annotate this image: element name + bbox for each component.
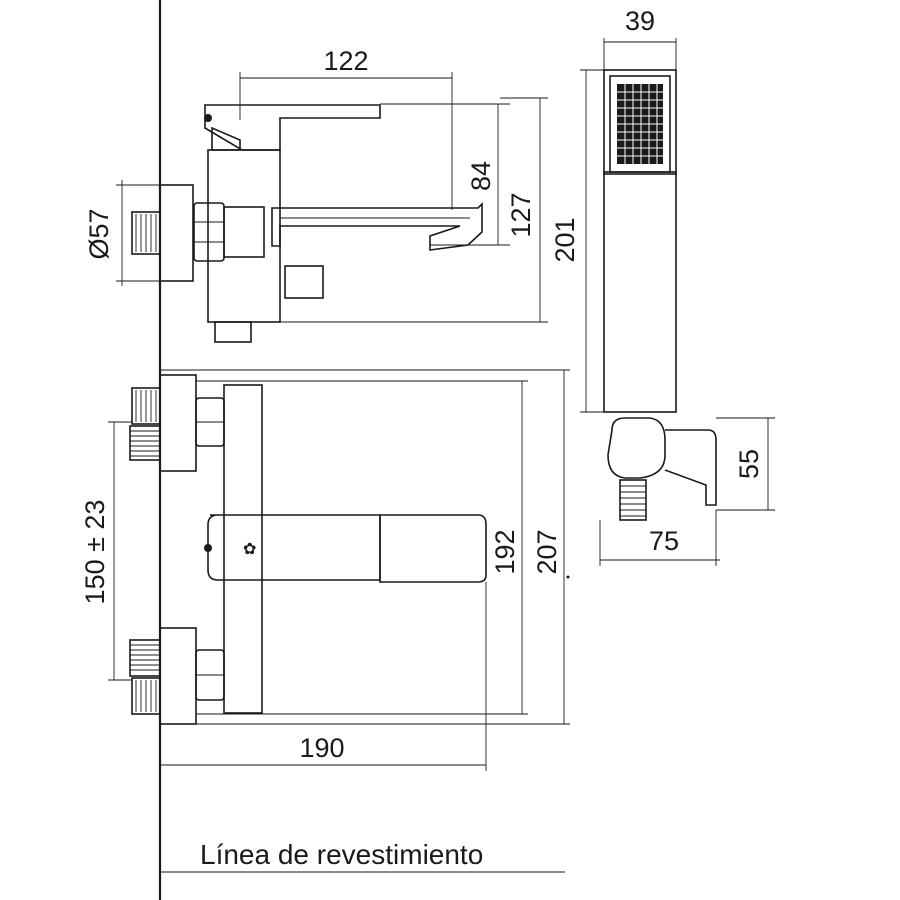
bottom-outlet xyxy=(214,321,252,343)
dimension-label-diameter: Ø57 xyxy=(84,208,114,259)
dimension-75 xyxy=(599,510,720,566)
hand-shower xyxy=(603,69,677,413)
plan-lever xyxy=(207,514,381,581)
dimension-190 xyxy=(160,582,487,771)
hand-shower-body xyxy=(603,69,677,413)
lever-handle xyxy=(204,104,381,151)
lever-pin xyxy=(204,114,212,122)
diverter-knob xyxy=(284,265,324,299)
dimension-55 xyxy=(716,417,775,511)
mixer-body xyxy=(207,149,281,323)
dimension-label-150: 150 ± 23 xyxy=(80,500,110,605)
dimension-label-55: 55 xyxy=(734,449,764,479)
brand-logo-icon: ✿ xyxy=(243,539,256,558)
dimension-label-75: 75 xyxy=(649,526,679,556)
flange xyxy=(159,184,194,282)
dimension-diameter xyxy=(116,180,160,286)
mixer-plan-view: ✿ xyxy=(129,374,487,725)
dimension-label-201: 201 xyxy=(550,217,580,262)
holder-ring xyxy=(607,417,666,479)
plan-lever-pin xyxy=(204,544,212,552)
connector-shaft xyxy=(223,206,265,258)
wall-holder xyxy=(607,417,717,521)
caption-text: Línea de revestimiento xyxy=(200,839,483,870)
dimension-207 xyxy=(160,369,570,725)
lever-base xyxy=(211,126,241,151)
dimension-label-122: 122 xyxy=(323,46,368,76)
hex-connector xyxy=(193,202,225,262)
hose-connector xyxy=(619,479,647,521)
dimension-label-127: 127 xyxy=(506,192,536,237)
plan-spout xyxy=(379,514,487,583)
dimension-label-192: 192 xyxy=(490,529,520,574)
mixer-side-view xyxy=(131,104,483,343)
lower-flange xyxy=(159,627,197,725)
dimension-label-39: 39 xyxy=(625,6,655,36)
dimension-39 xyxy=(603,38,677,70)
upper-flange xyxy=(159,374,197,472)
plan-body xyxy=(223,384,263,714)
dimension-192 xyxy=(196,380,528,715)
knurl-top xyxy=(135,214,157,252)
spout xyxy=(271,202,483,251)
shower-divider xyxy=(603,171,677,175)
dimension-201 xyxy=(580,69,604,413)
dimension-150 xyxy=(108,421,132,681)
dimension-122 xyxy=(239,72,453,210)
dimension-84 xyxy=(380,103,510,246)
dimension-label-84: 84 xyxy=(466,161,496,191)
holder-arm xyxy=(664,429,717,506)
dimension-label-207: 207 xyxy=(532,529,562,574)
dimension-127 xyxy=(500,97,548,322)
dimension-label-190: 190 xyxy=(299,733,344,763)
